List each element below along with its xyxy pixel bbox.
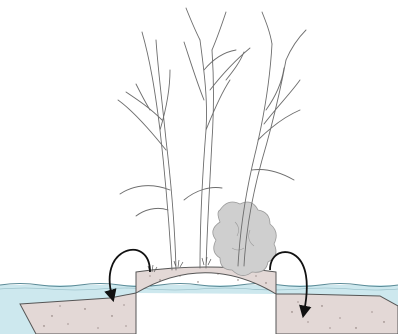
tree-branches — [118, 8, 306, 270]
central-trench — [136, 293, 276, 334]
right-soil-wedge — [276, 294, 398, 334]
